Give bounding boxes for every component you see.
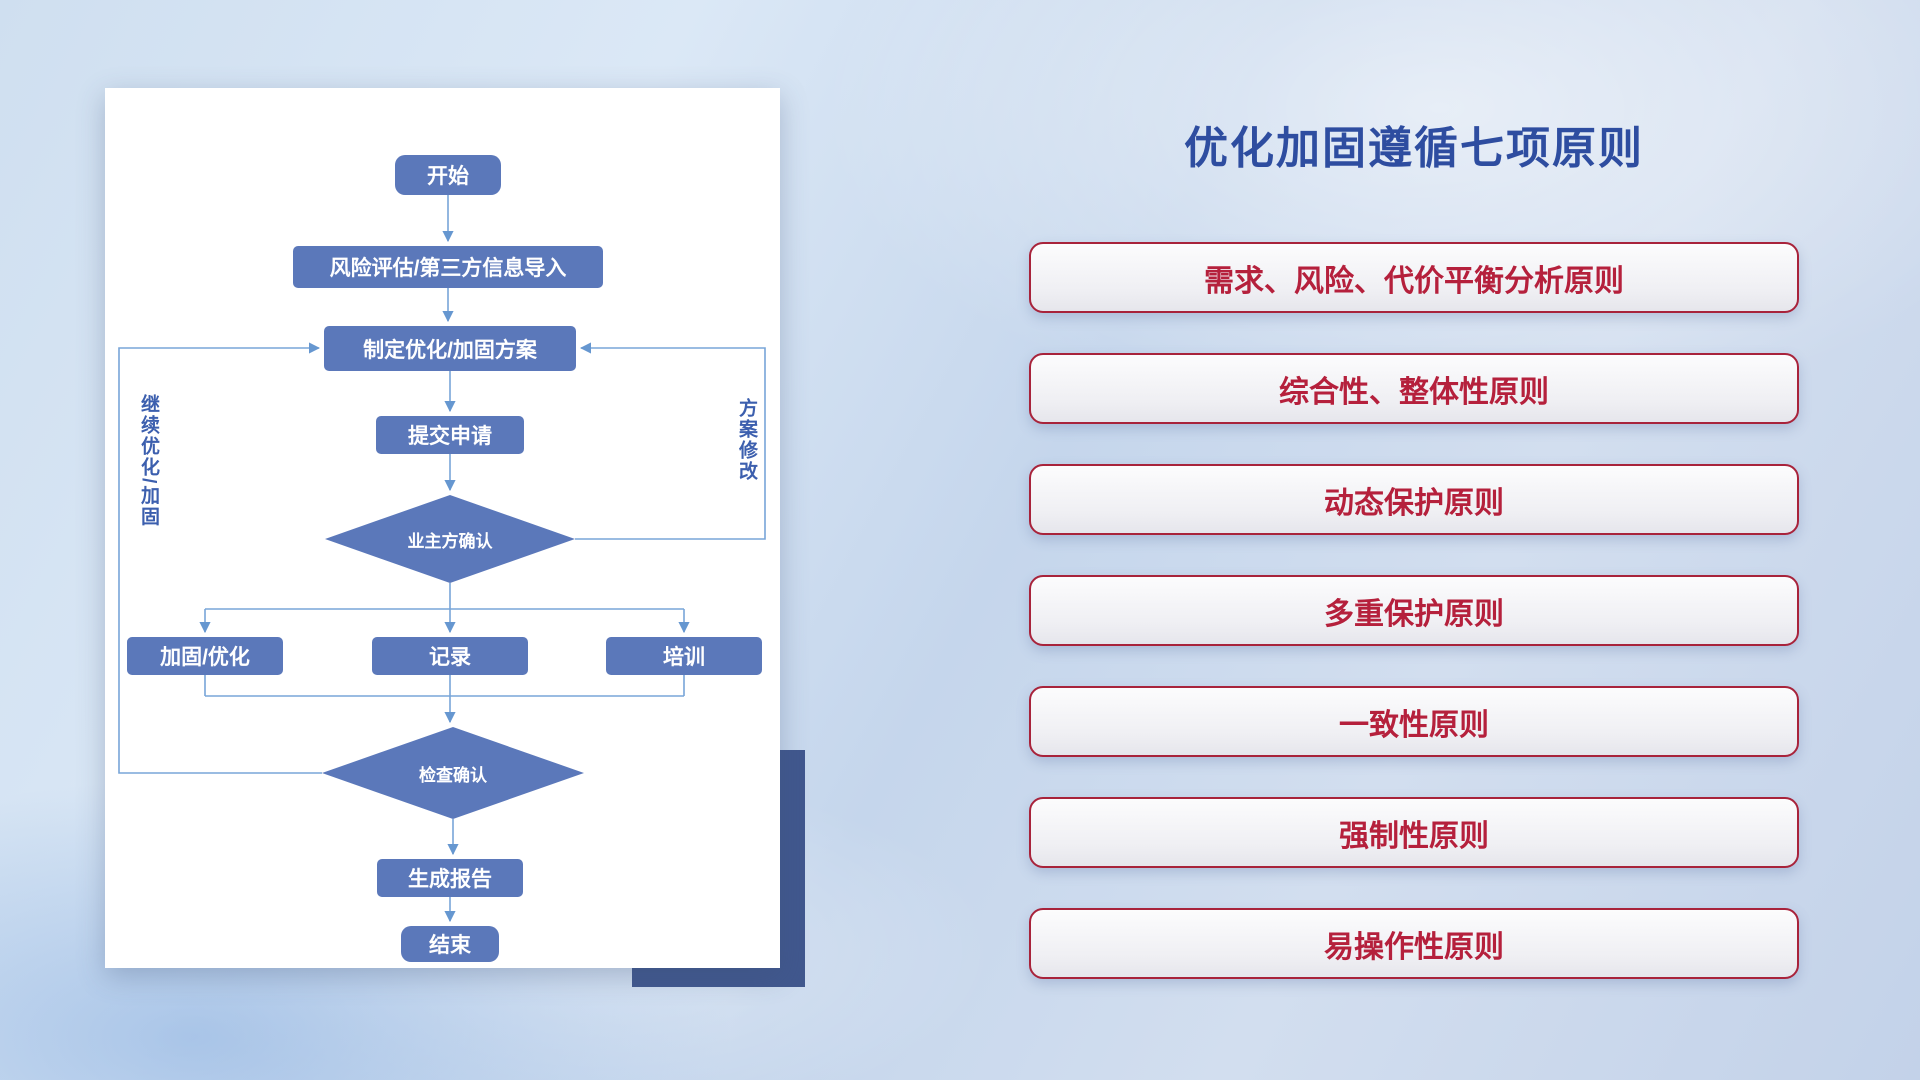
flow-node-check-confirm: 检查确认 — [419, 765, 487, 785]
flow-node-make-plan: 制定优化/加固方案 — [324, 326, 576, 371]
flow-node-risk-import: 风险评估/第三方信息导入 — [293, 246, 603, 288]
principle-box-5: 一致性原则 — [1029, 686, 1799, 757]
flow-node-end: 结束 — [401, 926, 499, 962]
flow-node-train: 培训 — [606, 637, 762, 675]
flow-node-submit: 提交申请 — [376, 416, 524, 454]
edge-continue-optimize-loop — [118, 342, 322, 774]
principle-box-2: 综合性、整体性原则 — [1029, 353, 1799, 424]
flow-node-record: 记录 — [372, 637, 528, 675]
principle-box-1: 需求、风险、代价平衡分析原则 — [1029, 242, 1799, 313]
flow-node-reinforce: 加固/优化 — [127, 637, 283, 675]
principle-box-3: 动态保护原则 — [1029, 464, 1799, 535]
edge-branch-collector — [204, 675, 685, 697]
flow-node-owner-confirm: 业主方确认 — [407, 531, 493, 551]
principle-box-6: 强制性原则 — [1029, 797, 1799, 868]
principle-box-7: 易操作性原则 — [1029, 908, 1799, 979]
page-title: 优化加固遵循七项原则 — [1184, 124, 1644, 173]
edge-plan-modify-loop — [575, 342, 766, 540]
edge-branch-distributor — [205, 583, 684, 610]
flowchart-card: 开始 风险评估/第三方信息导入 制定优化/加固方案 提交申请 业主方确认 加固/… — [105, 88, 780, 968]
principles-list: 需求、风险、代价平衡分析原则 综合性、整体性原则 动态保护原则 多重保护原则 一… — [1029, 242, 1799, 979]
check-confirm-diamond — [322, 727, 584, 819]
edge-label-plan-modify: 方案修改 — [736, 398, 757, 482]
principle-box-4: 多重保护原则 — [1029, 575, 1799, 646]
edge-label-continue-optimize: 继续优化/加固 — [138, 394, 159, 528]
flow-node-report: 生成报告 — [377, 859, 523, 897]
flow-node-start: 开始 — [395, 155, 501, 195]
flowchart-connectors — [118, 195, 766, 923]
owner-confirm-diamond — [325, 495, 575, 583]
